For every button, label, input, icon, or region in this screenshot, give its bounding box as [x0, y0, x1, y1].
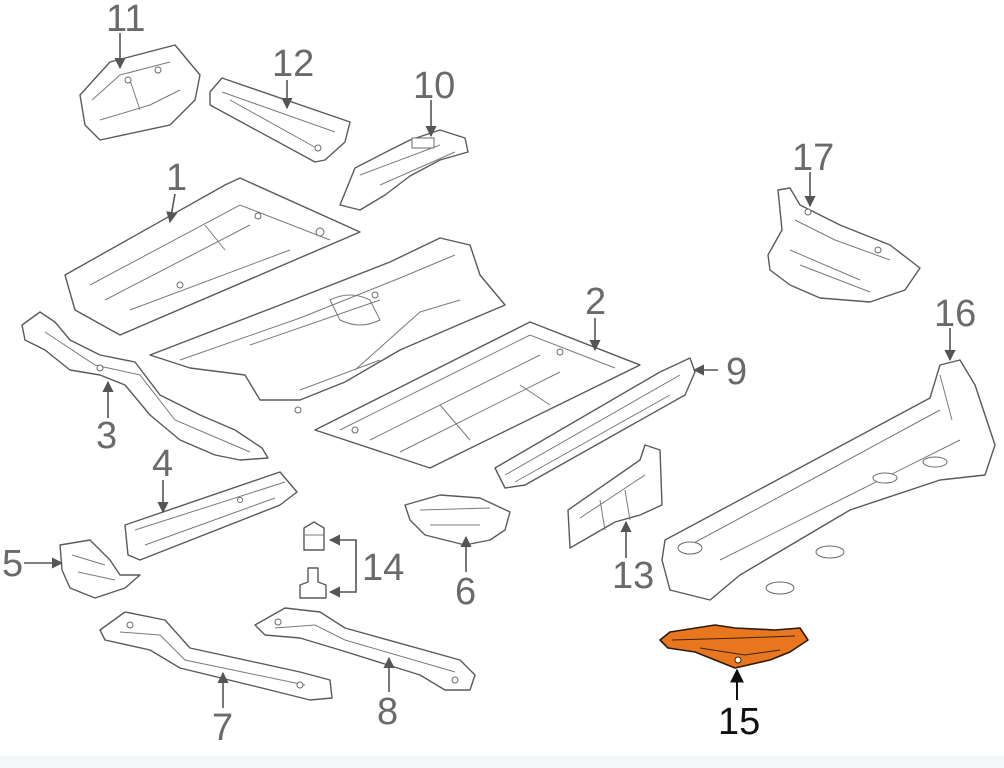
callout-9: 9: [726, 351, 747, 393]
callout-10: 10: [413, 65, 455, 107]
part-5-bracket: [59, 539, 141, 599]
part-4-crossmember: [124, 471, 298, 561]
part-center-tunnel: [149, 237, 506, 414]
part-6-bracket: [404, 494, 511, 546]
callout-16: 16: [934, 293, 976, 335]
footer-strip: [0, 756, 1004, 768]
part-14-fasteners: [299, 521, 327, 599]
callout-4: 4: [152, 443, 173, 485]
part-16-rear-floor: [661, 359, 996, 601]
callout-15: 15: [718, 701, 760, 743]
part-7-crossbar: [99, 611, 333, 701]
callout-1: 1: [166, 157, 187, 199]
part-1-floor-pan-left: [64, 177, 361, 336]
part-15-highlighted-bracket: [659, 624, 809, 669]
part-13-pillar: [567, 444, 663, 549]
callout-labels: 11 12 10 1 17 2 16 9 3 4 5 14 13 6 8 7 1…: [2, 0, 976, 749]
part-17-wheelhouse: [767, 187, 921, 303]
part-2-floor-pan-right: [314, 321, 641, 469]
part-9-sill: [494, 357, 696, 489]
callout-2: 2: [585, 281, 606, 323]
callout-13: 13: [612, 555, 654, 597]
part-8-crossbar: [254, 607, 476, 691]
part-10-support: [339, 129, 469, 211]
callout-12: 12: [272, 43, 314, 85]
part-11-bracket: [79, 44, 201, 141]
callout-11: 11: [106, 0, 145, 40]
callout-3: 3: [96, 415, 117, 457]
callout-8: 8: [377, 691, 398, 733]
leader-lines: [24, 33, 956, 708]
part-12-rail: [209, 77, 351, 163]
callout-17: 17: [792, 137, 834, 179]
callout-6: 6: [455, 571, 476, 613]
callout-14: 14: [362, 547, 404, 589]
part-3-side-rail: [21, 311, 269, 461]
callout-5: 5: [2, 543, 23, 585]
callout-7: 7: [212, 707, 233, 749]
